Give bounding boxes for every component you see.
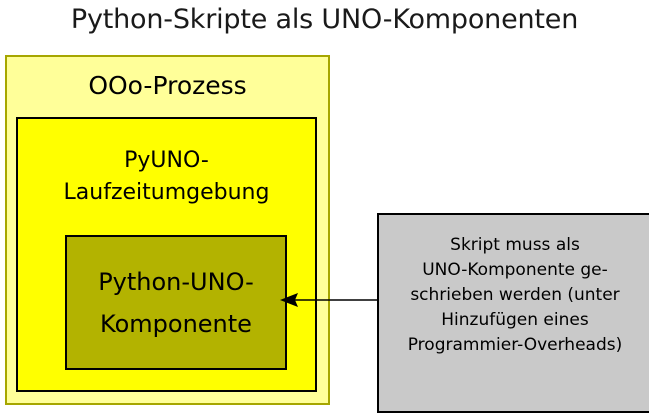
- pyuno-runtime-label: PyUNO- Laufzeitumgebung: [18, 145, 315, 209]
- annotation-line-5: Programmier-Overheads): [407, 335, 623, 355]
- annotation-line-4: Hinzufügen eines: [441, 310, 589, 330]
- python-uno-component-label-line1: Python-UNO-: [98, 268, 254, 296]
- annotation-line-2: UNO-Komponente ge-: [422, 260, 608, 280]
- page-title: Python-Skripte als UNO-Komponenten: [70, 4, 579, 35]
- annotation-box: Skript muss als UNO-Komponente ge- schri…: [377, 213, 649, 413]
- annotation-line-1: Skript muss als: [450, 235, 580, 255]
- pyuno-runtime-label-line1: PyUNO-: [124, 148, 209, 173]
- pyuno-runtime-label-line2: Laufzeitumgebung: [63, 180, 270, 205]
- python-uno-component-box: Python-UNO- Komponente: [65, 235, 287, 370]
- annotation-arrow-icon: [280, 293, 380, 307]
- python-uno-component-label-line2: Komponente: [100, 310, 252, 338]
- python-uno-component-label: Python-UNO- Komponente: [67, 261, 285, 345]
- ooo-process-box: OOo-Prozess PyUNO- Laufzeitumgebung Pyth…: [5, 55, 330, 405]
- ooo-process-label: OOo-Prozess: [88, 71, 247, 100]
- annotation-line-3: schrieben werden (unter: [410, 285, 620, 305]
- annotation-text: Skript muss als UNO-Komponente ge- schri…: [379, 233, 649, 358]
- pyuno-runtime-box: PyUNO- Laufzeitumgebung Python-UNO- Komp…: [16, 117, 317, 392]
